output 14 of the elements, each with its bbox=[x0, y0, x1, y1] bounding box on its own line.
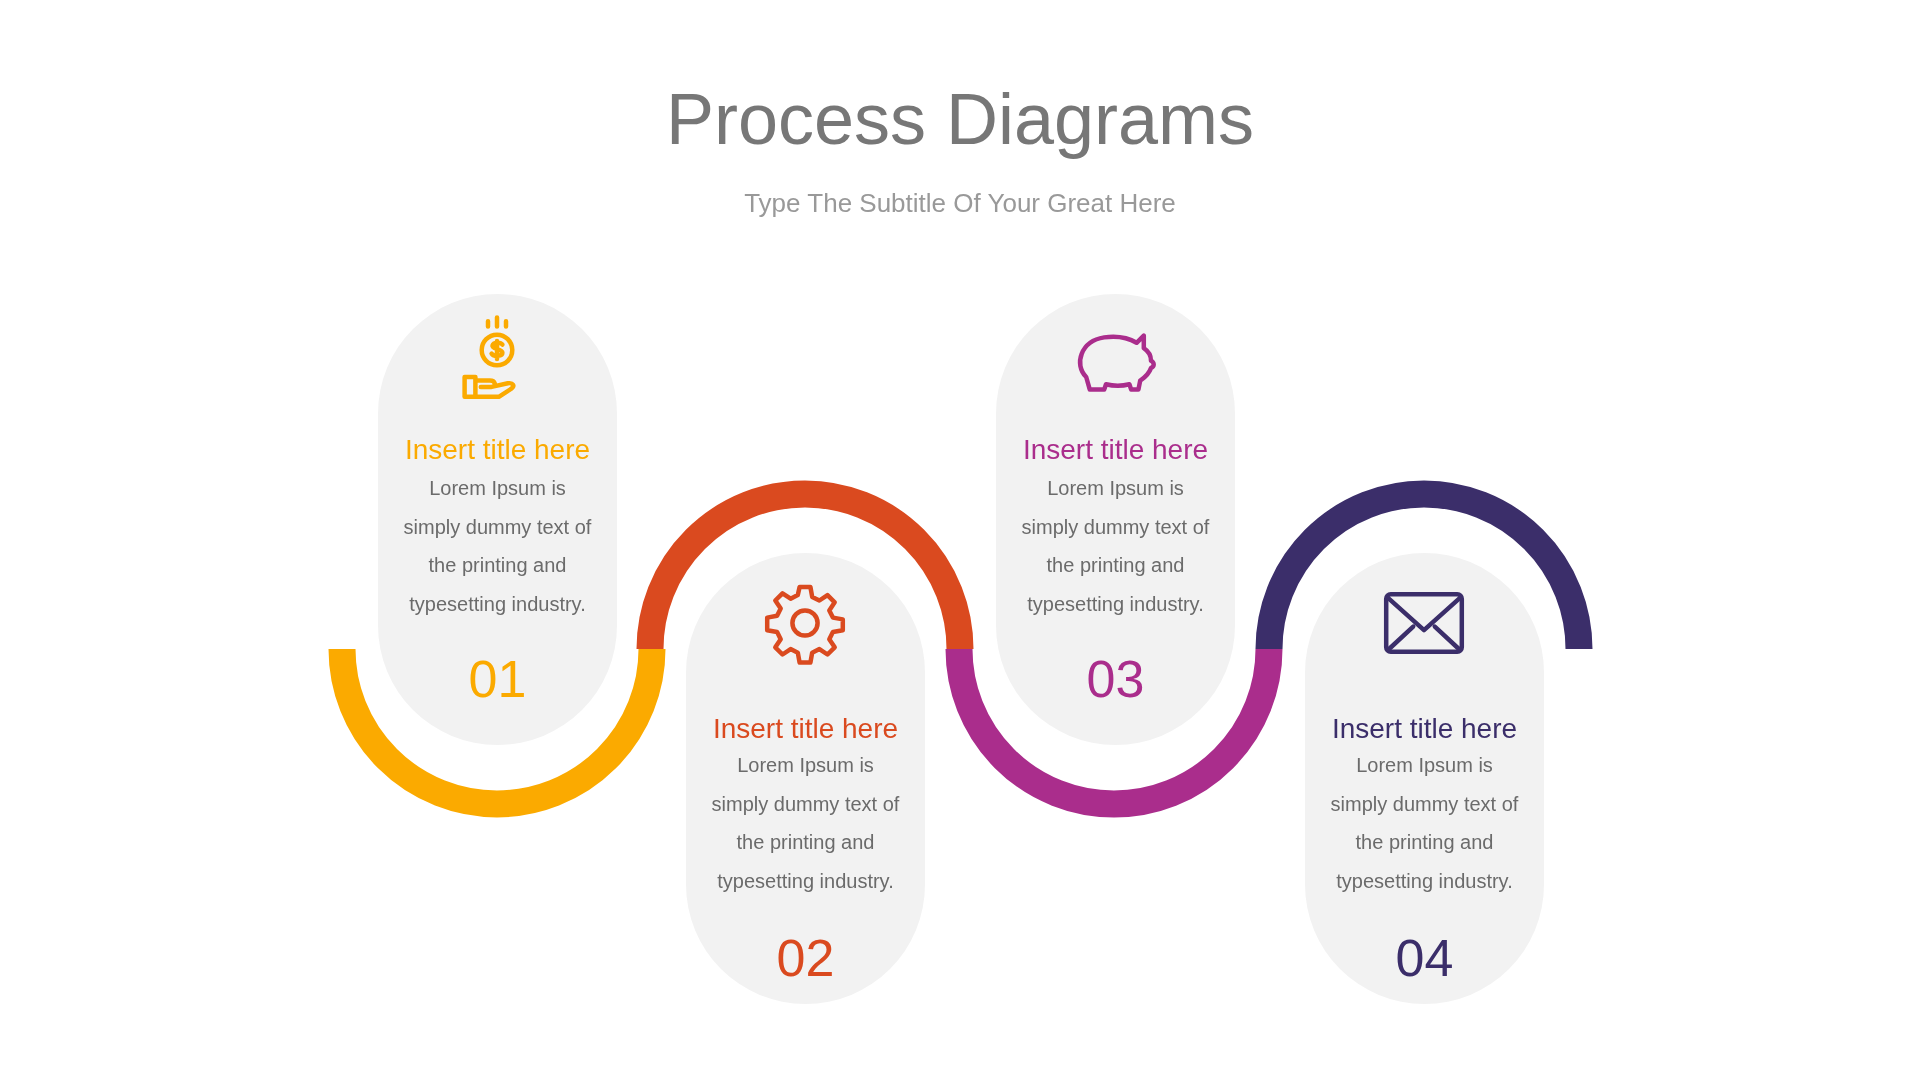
step-description: Lorem Ipsum is simply dummy text of the printing and typesetting industry. bbox=[402, 476, 593, 617]
step-number: 02 bbox=[775, 928, 836, 988]
step-title: Insert title here bbox=[711, 713, 900, 745]
step-number: 01 bbox=[467, 649, 528, 709]
step-number: 03 bbox=[1085, 649, 1146, 709]
title: Process Diagrams bbox=[664, 78, 1256, 160]
step-number: 04 bbox=[1394, 928, 1455, 988]
step-description: Lorem Ipsum is simply dummy text of the printing and typesetting industry. bbox=[1020, 476, 1211, 617]
step-title: Insert title here bbox=[1021, 434, 1210, 466]
subtitle: Type The Subtitle Of Your Great Here bbox=[743, 188, 1177, 219]
step-title: Insert title here bbox=[1330, 713, 1519, 745]
step-title: Insert title here bbox=[403, 434, 592, 466]
step-description: Lorem Ipsum is simply dummy text of the printing and typesetting industry. bbox=[1329, 753, 1520, 894]
step-description: Lorem Ipsum is simply dummy text of the printing and typesetting industry. bbox=[710, 753, 901, 894]
